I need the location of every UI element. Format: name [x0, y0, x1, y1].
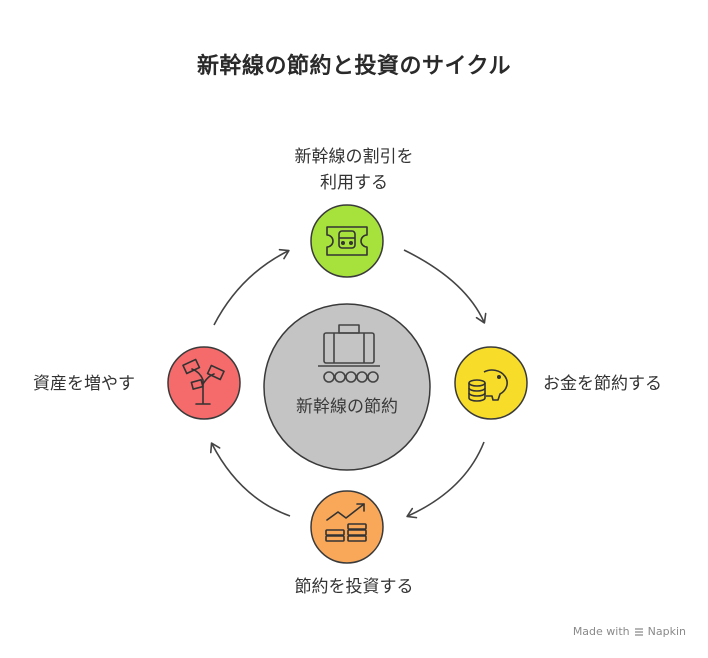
step-node-growth-chart: [310, 490, 384, 564]
center-label: 新幹線の節約: [296, 397, 398, 417]
arrow-left-to-top: [213, 248, 290, 326]
step-label-save-money: お金を節約する: [543, 374, 662, 394]
step-label-use-discount: 新幹線の割引を 利用する: [254, 144, 454, 196]
step-node-piggy-bank: [454, 346, 528, 420]
piggy-bank-coins-icon: [468, 369, 508, 402]
footer-brand: Napkin: [647, 625, 686, 638]
step-label-grow-assets: 資産を増やす: [33, 374, 135, 394]
napkin-logo-icon: [634, 627, 643, 636]
money-tree-icon: [182, 358, 225, 405]
step-label-invest-savings: 節約を投資する: [294, 577, 414, 597]
luggage-cart-icon: [318, 324, 380, 383]
diagram-title: 新幹線の節約と投資のサイクル: [197, 54, 511, 79]
step-node-train-ticket: [310, 204, 384, 278]
growth-chart-coins-icon: [325, 503, 367, 542]
step-label-line1: 新幹線の割引を: [294, 147, 414, 167]
train-ticket-icon: [326, 226, 368, 256]
arrow-right-to-bottom: [406, 441, 485, 519]
step-label-line2: 利用する: [320, 173, 388, 193]
arrow-bottom-to-left: [209, 442, 291, 517]
footer-text: Made with: [572, 625, 630, 638]
step-node-money-tree: [167, 346, 241, 420]
center-node: [263, 303, 431, 471]
footer-attribution: Made with Napkin: [573, 625, 686, 638]
arrow-top-to-right: [403, 249, 487, 324]
